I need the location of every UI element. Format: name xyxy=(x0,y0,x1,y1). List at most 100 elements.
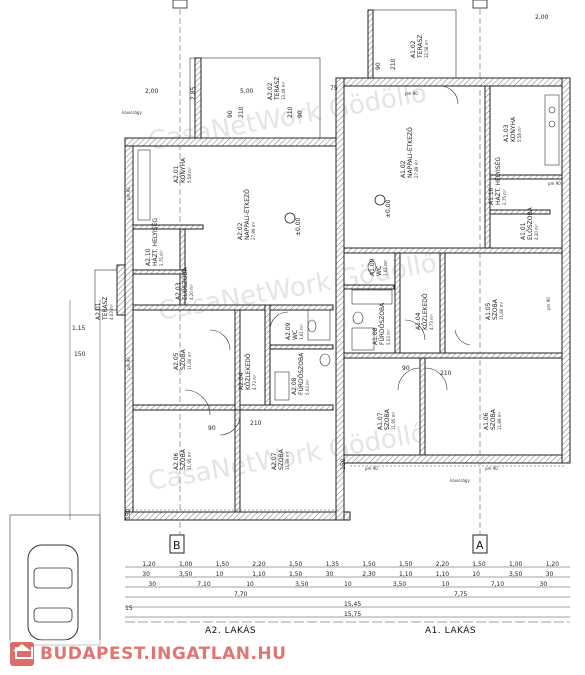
terrace-a2-01-name: TERASZ xyxy=(102,297,109,321)
dimension-row2-3: 1,10 xyxy=(252,571,266,578)
dimension-row2-6: 2,30 xyxy=(362,571,376,578)
room-a2-08-code: A2.08 xyxy=(291,377,298,395)
sill-label-1: pm 90 xyxy=(126,187,131,200)
room-a2-07-code: A2.07 xyxy=(271,452,278,470)
level-a1: ±0,00 xyxy=(385,199,392,218)
door-150-2: 150 xyxy=(340,458,347,470)
dimension-row4-1: 7,75 xyxy=(454,591,468,598)
room-a1-08-name: FÜRDŐSZOBA xyxy=(379,302,386,345)
room-a2-10-name: HÁZT. HELYISÉG xyxy=(151,218,159,266)
room-a1-09-name: WC xyxy=(376,266,383,276)
dimension-row1-8: 2,20 xyxy=(436,561,450,568)
dimension-row2-11: 30 xyxy=(546,571,554,578)
dimension-row3-7: 7,10 xyxy=(491,581,505,588)
room-a2-02-code: A2.02 xyxy=(237,222,244,240)
room-a2-03-name: ELŐSZOBA xyxy=(182,266,189,300)
room-a1-08-code: A1.08 xyxy=(372,327,379,345)
terrace-a2-02-code: A2.02 xyxy=(267,82,274,100)
dim-top-left: 2,00 xyxy=(145,88,159,95)
door-150-1: 150 xyxy=(125,508,132,520)
room-a1-06-area: 11,89 m² xyxy=(497,411,502,430)
dim-left-150: 150 xyxy=(74,351,86,358)
room-a2-06-name: SZOBA xyxy=(180,448,187,470)
dimension-row3-3: 3,50 xyxy=(295,581,309,588)
room-a1-06-code: A1.06 xyxy=(483,412,490,430)
room-a2-08-name: FÜRDŐSZOBA xyxy=(298,352,305,395)
drain-label-a2: kavicságy xyxy=(122,110,142,115)
room-a2-01-code: A2.01 xyxy=(173,165,180,183)
dim-edge-15: 15 xyxy=(125,605,133,612)
dimension-row3-1: 7,10 xyxy=(197,581,211,588)
room-a2-04-code: A2.04 xyxy=(238,372,245,390)
room-a1-01-area: 4,20 m² xyxy=(534,224,539,240)
room-a2-09-code: A2.09 xyxy=(285,322,292,340)
door-90-1: 90 xyxy=(227,110,234,118)
dimension-row2-5: 30 xyxy=(326,571,334,578)
room-a1-10-code: A1.10 xyxy=(488,187,495,205)
dimension-row1-4: 1,50 xyxy=(289,561,303,568)
dimension-row3-5: 3,50 xyxy=(393,581,407,588)
room-a1-09-code: A1.09 xyxy=(369,258,376,276)
room-a1-04-name: KÖZLEKEDŐ xyxy=(422,293,429,330)
dimension-row1-0: 1,20 xyxy=(142,561,156,568)
room-a2-03-code: A2.03 xyxy=(175,282,182,300)
dimension-row1-3: 2,20 xyxy=(252,561,266,568)
room-a1-05-code: A1.05 xyxy=(485,302,492,320)
room-a1-10-name: HÁZT. HELYISÉG xyxy=(494,157,502,205)
room-a1-05-area: 11,60 m² xyxy=(499,301,504,320)
axis-b-label: B xyxy=(173,539,181,552)
room-a1-04-code: A1.04 xyxy=(415,312,422,330)
room-a1-02-code: A1.02 xyxy=(400,160,407,178)
sill-label-7: pm 90 xyxy=(548,181,561,186)
door-210-1: 210 xyxy=(238,106,245,118)
room-a1-07-area: 11,95 m² xyxy=(391,411,396,430)
room-a2-10-code: A2.10 xyxy=(145,248,152,266)
door-75-1: 75 xyxy=(330,85,338,92)
door-210-2: 210 xyxy=(287,106,294,118)
dimension-row1-11: 1,20 xyxy=(546,561,560,568)
terrace-a2-01-area: 4,03 m² xyxy=(109,304,114,320)
apartment-a2-label: A2. LAKÁS xyxy=(205,624,256,636)
sill-label-4: pm 90 xyxy=(365,466,378,471)
dim-left-115: 1,15 xyxy=(72,325,86,332)
dimension-row1-2: 1,50 xyxy=(216,561,230,568)
dimension-row1-1: 1,00 xyxy=(179,561,193,568)
room-a1-09-area: 1,61 m² xyxy=(383,260,388,276)
door-90-5: 90 xyxy=(402,365,410,372)
door-90-4: 90 xyxy=(208,425,216,432)
room-a1-03-code: A1.03 xyxy=(503,124,510,142)
room-a1-01-name: ELŐSZOBA xyxy=(527,206,534,240)
room-a2-04-name: KÖZLEKEDŐ xyxy=(245,353,252,390)
room-a1-07-name: SZOBA xyxy=(384,408,391,430)
room-a1-10-area: 2,75 m² xyxy=(502,189,507,205)
door-90-2: 90 xyxy=(297,110,304,118)
sill-label-5: pm 90 xyxy=(485,466,498,471)
apartment-a2 xyxy=(94,57,351,521)
car-icon xyxy=(27,544,79,641)
dimension-row2-7: 1,10 xyxy=(399,571,413,578)
room-a2-07-name: SZOBA xyxy=(278,448,285,470)
room-a2-02-area: 27,89 m² xyxy=(251,221,256,240)
terrace-a2-02-name: TERASZ xyxy=(274,77,281,101)
terrace-a2-02-area: 13,49 m² xyxy=(281,81,286,100)
apartment-a1-label: A1. LAKÁS xyxy=(425,624,476,636)
room-a1-03-name: KONYHA xyxy=(510,116,517,142)
dimension-row2-8: 1,10 xyxy=(436,571,450,578)
dimension-row1-9: 1,50 xyxy=(472,561,486,568)
room-a2-01-area: 5,58 m² xyxy=(187,167,192,183)
terrace-a1-02-code: A1.02 xyxy=(410,40,417,58)
room-a2-06-area: 11,95 m² xyxy=(187,451,192,470)
room-a2-02-name: NAPPALI-ÉTKEZŐ xyxy=(243,189,251,240)
drain-label-a1: kavicságy xyxy=(450,478,470,483)
dimension-row2-10: 3,50 xyxy=(509,571,523,578)
terrace-a2-01-code: A2.01 xyxy=(95,302,102,320)
room-a1-01-code: A1.01 xyxy=(520,222,527,240)
door-210-3: 210 xyxy=(390,58,397,70)
axis-a-label: A xyxy=(476,539,484,552)
door-210-4: 210 xyxy=(250,420,262,427)
